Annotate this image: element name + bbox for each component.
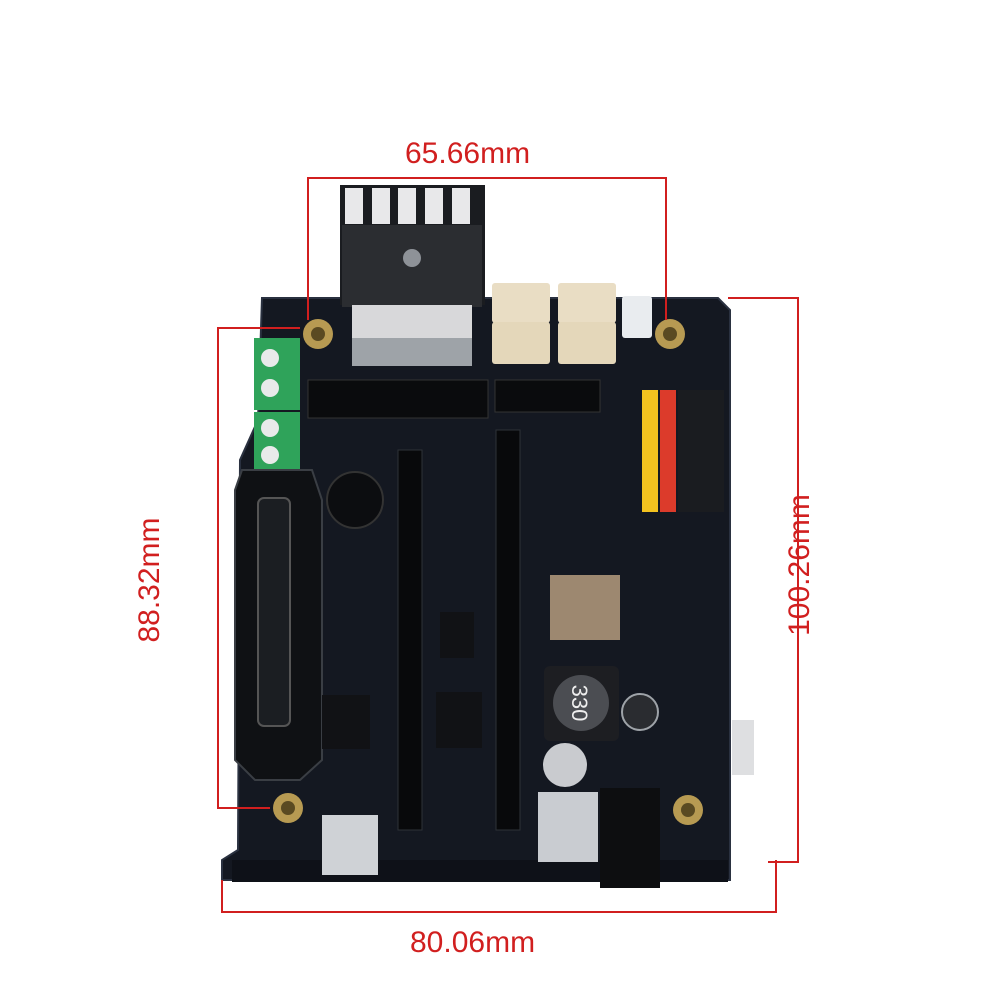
servo-pin-headers [642,390,724,512]
screw-terminals [254,338,300,470]
dc-power-jack [600,788,660,888]
power-switch [538,792,598,862]
mounting-holes [273,319,703,825]
mini-usb-port [322,815,378,875]
ps2-connector [234,469,323,781]
capacitor [543,743,587,787]
driver-chip-pins [352,305,472,366]
power-inductor: 330 [544,666,619,741]
left-height-label: 88.32mm [133,517,166,643]
heatsink [340,185,485,307]
ic-chip [322,695,370,749]
dimension-lines [217,177,799,913]
right-height-label: 100.26mm [783,494,816,636]
right-dimension-line [728,297,799,863]
ic-chip [436,692,482,748]
slide-switch [622,296,652,338]
servo-connectors [492,283,616,364]
capacitor [621,693,659,731]
top-dimension-line [307,177,667,320]
side-button [732,720,754,775]
left-dimension-line [217,327,300,809]
buzzer [326,471,384,529]
inductor-marking: 330 [567,685,592,722]
bottom-dimension-line [221,860,777,913]
header-pins-top [307,379,601,419]
voltage-regulator [550,575,620,640]
ic-chip [440,612,474,658]
arduino-nano-socket [397,429,521,831]
bottom-width-label: 80.06mm [410,926,536,959]
top-width-label: 65.66mm [405,137,531,170]
